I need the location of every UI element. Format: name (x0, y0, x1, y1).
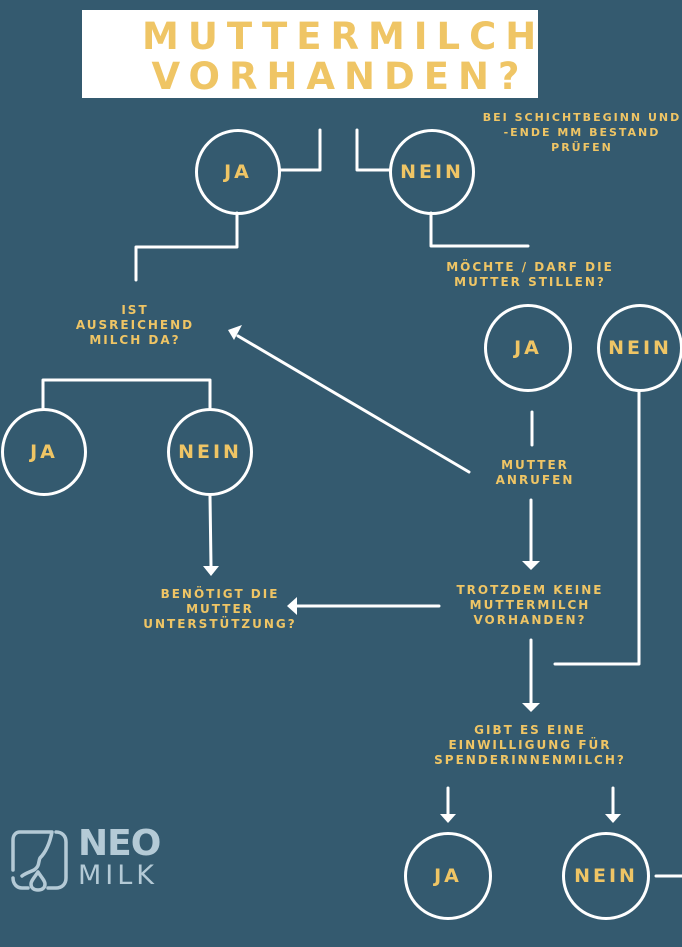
neomilk-logo: NEO MILK (8, 826, 178, 894)
stillen-question: MÖCHTE / DARF DIE MUTTER STILLEN? (446, 260, 614, 289)
arrowhead-einwilligung-ja (440, 814, 456, 823)
logo-neo: NEO (78, 823, 161, 864)
arrow-anrufen-ausreichend (236, 334, 471, 474)
connector-ausreichend-branches (41, 378, 212, 410)
arrowhead-trotzdem-down (522, 561, 540, 570)
top-nein-circle: NEIN (389, 129, 475, 215)
connector-ja-ausreichend (134, 211, 239, 282)
arrowhead-einwilligung-nein (605, 814, 621, 823)
trotzdem-question: TROTZDEM KEINE MUTTERMILCH VORHANDEN? (456, 583, 604, 627)
ausreichend-question: IST AUSREICHEND MILCH DA? (75, 303, 195, 347)
mutter-anrufen: MUTTER ANRUFEN (495, 458, 575, 487)
arrowhead-unterstuetzung-down (203, 566, 219, 576)
title-box: MUTTERMILCH VORHANDEN? (82, 10, 538, 98)
ausreichend-ja-circle: JA (1, 408, 87, 496)
arrowhead-einwilligung-down (522, 703, 540, 712)
connector-stillen-nein (553, 389, 641, 666)
ausreichend-nein-circle: NEIN (167, 408, 253, 496)
title-line-1: MUTTERMILCH (142, 15, 546, 58)
logo-wordmark: NEO MILK (78, 823, 161, 891)
stillen-nein-circle: NEIN (597, 304, 682, 392)
arrowhead-ausreichend (228, 325, 242, 340)
top-ja-circle: JA (195, 129, 281, 215)
arrow-nein-unterstuetzung (208, 494, 213, 568)
logo-milk: MILK (78, 860, 159, 891)
connector-title-ja (279, 128, 322, 172)
breast-milk-drop-icon (11, 830, 68, 892)
einwilligung-ja-circle: JA (404, 832, 492, 920)
unterstuetzung-question: BENÖTIGT DIE MUTTER UNTERSTÜTZUNG? (143, 587, 297, 631)
einwilligung-question: GIBT ES EINE EINWILLIGUNG FÜR SPENDERINN… (434, 723, 626, 767)
einwilligung-nein-circle: NEIN (562, 832, 650, 920)
arrowhead-unterstuetzung-left (287, 597, 297, 615)
check-note: BEI SCHICHTBEGINN UND -ENDE MM BESTAND P… (482, 111, 682, 154)
stillen-ja-circle: JA (484, 304, 572, 392)
connector-nein-stillen (429, 211, 530, 248)
title-line-2: VORHANDEN? (151, 55, 529, 98)
connector-title-nein (355, 128, 392, 172)
